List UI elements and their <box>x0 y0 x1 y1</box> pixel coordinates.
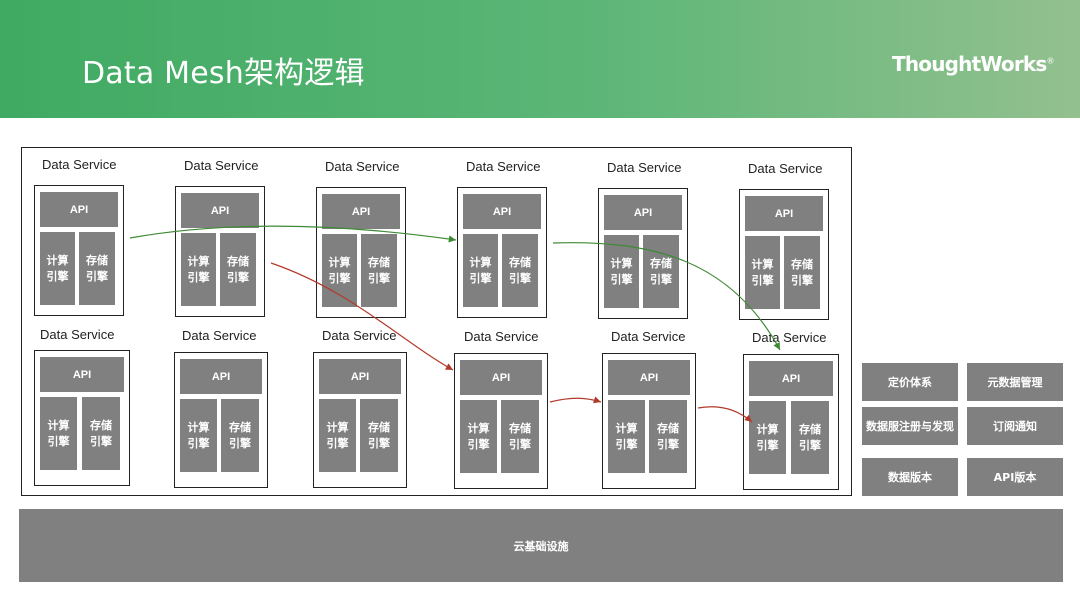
service-label: Data Service <box>322 328 397 343</box>
storage-engine: 存储 引擎 <box>502 234 538 307</box>
data-service-11: API 计算 引擎 存储 引擎 <box>602 353 696 489</box>
service-label: Data Service <box>607 160 682 175</box>
storage-engine: 存储 引擎 <box>649 400 687 473</box>
data-service-12: API 计算 引擎 存储 引擎 <box>743 354 839 490</box>
compute-engine: 计算 引擎 <box>40 397 77 470</box>
api-box: API <box>745 196 823 231</box>
cloud-infrastructure-label: 云基础设施 <box>513 539 569 553</box>
storage-engine: 存储 引擎 <box>220 233 256 306</box>
logo-registered-mark: ® <box>1046 56 1055 66</box>
compute-engine: 计算 引擎 <box>322 234 357 307</box>
storage-engine: 存储 引擎 <box>791 401 829 474</box>
feature-service-registry-discovery: 数据服注册与发现 <box>862 407 958 445</box>
api-box: API <box>181 193 259 228</box>
data-service-8: API 计算 引擎 存储 引擎 <box>174 352 268 488</box>
storage-engine: 存储 引擎 <box>221 399 259 472</box>
api-box: API <box>608 360 690 395</box>
service-label: Data Service <box>182 328 257 343</box>
data-service-7: API 计算 引擎 存储 引擎 <box>34 350 130 486</box>
api-box: API <box>604 195 682 230</box>
service-label: Data Service <box>611 329 686 344</box>
storage-engine: 存储 引擎 <box>784 236 820 309</box>
compute-engine: 计算 引擎 <box>604 235 639 308</box>
data-service-6: API 计算 引擎 存储 引擎 <box>739 189 829 320</box>
service-label: Data Service <box>40 327 115 342</box>
service-label: Data Service <box>466 159 541 174</box>
api-box: API <box>180 359 262 394</box>
data-service-9: API 计算 引擎 存储 引擎 <box>313 352 407 488</box>
compute-engine: 计算 引擎 <box>608 400 645 473</box>
storage-engine: 存储 引擎 <box>361 234 397 307</box>
service-label: Data Service <box>42 157 117 172</box>
compute-engine: 计算 引擎 <box>181 233 216 306</box>
feature-api-version: API版本 <box>967 458 1063 496</box>
api-box: API <box>322 194 400 229</box>
compute-engine: 计算 引擎 <box>745 236 780 309</box>
header-banner: Data Mesh架构逻辑 ThoughtWorks® <box>0 0 1080 118</box>
compute-engine: 计算 引擎 <box>319 399 356 472</box>
storage-engine: 存储 引擎 <box>79 232 115 305</box>
api-box: API <box>749 361 833 396</box>
feature-metadata-management: 元数据管理 <box>967 363 1063 401</box>
feature-pricing: 定价体系 <box>862 363 958 401</box>
compute-engine: 计算 引擎 <box>749 401 786 474</box>
logo-text: ThoughtWorks <box>892 52 1047 76</box>
cloud-infrastructure-bar: 云基础设施 <box>19 509 1063 582</box>
compute-engine: 计算 引擎 <box>460 400 497 473</box>
feature-data-version: 数据版本 <box>862 458 958 496</box>
api-box: API <box>460 360 542 395</box>
compute-engine: 计算 引擎 <box>40 232 75 305</box>
service-label: Data Service <box>752 330 827 345</box>
api-box: API <box>40 357 124 392</box>
service-label: Data Service <box>184 158 259 173</box>
data-services-frame <box>21 147 852 496</box>
storage-engine: 存储 引擎 <box>643 235 679 308</box>
data-service-1: API 计算 引擎 存储 引擎 <box>34 185 124 316</box>
data-service-10: API 计算 引擎 存储 引擎 <box>454 353 548 489</box>
api-box: API <box>319 359 401 394</box>
compute-engine: 计算 引擎 <box>463 234 498 307</box>
service-label: Data Service <box>464 329 539 344</box>
slide-title: Data Mesh架构逻辑 <box>82 56 365 91</box>
api-box: API <box>463 194 541 229</box>
api-box: API <box>40 192 118 227</box>
service-label: Data Service <box>748 161 823 176</box>
feature-subscription-notification: 订阅通知 <box>967 407 1063 445</box>
service-label: Data Service <box>325 159 400 174</box>
data-service-4: API 计算 引擎 存储 引擎 <box>457 187 547 318</box>
storage-engine: 存储 引擎 <box>360 399 398 472</box>
thoughtworks-logo: ThoughtWorks® <box>892 52 1055 76</box>
compute-engine: 计算 引擎 <box>180 399 217 472</box>
storage-engine: 存储 引擎 <box>501 400 539 473</box>
storage-engine: 存储 引擎 <box>82 397 120 470</box>
data-service-3: API 计算 引擎 存储 引擎 <box>316 187 406 318</box>
data-service-2: API 计算 引擎 存储 引擎 <box>175 186 265 317</box>
data-service-5: API 计算 引擎 存储 引擎 <box>598 188 688 319</box>
